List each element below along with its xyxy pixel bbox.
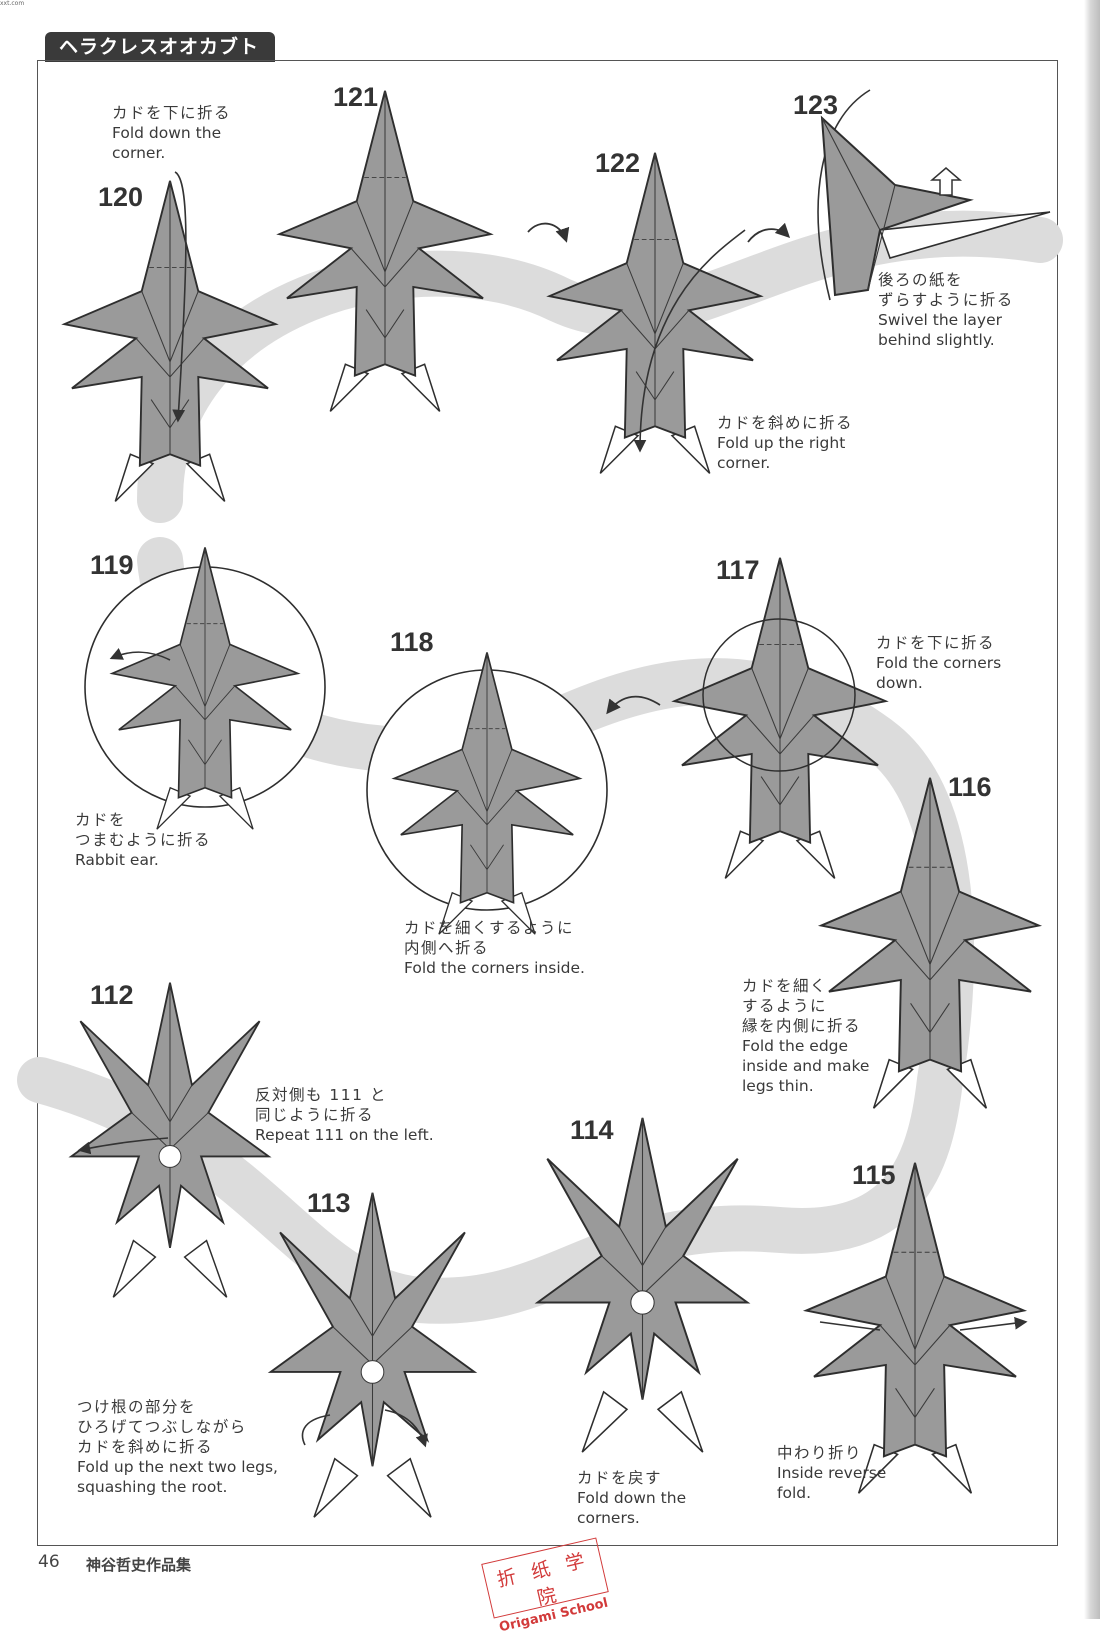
- step-number: 118: [390, 627, 434, 658]
- step-number: 116: [948, 772, 992, 803]
- caption-jp: 後ろの紙を ずらすように折る: [878, 270, 1014, 310]
- caption-en: Fold up the right corner.: [717, 433, 853, 473]
- caption-en: Inside reverse fold.: [777, 1463, 886, 1503]
- step-117-caption: カドを下に折る Fold the corners down.: [876, 633, 1001, 693]
- step-118-caption: カドを細くするように 内側へ折る Fold the corners inside…: [404, 918, 585, 978]
- caption-en: Rabbit ear.: [75, 850, 211, 870]
- step-number: 113: [307, 1188, 351, 1219]
- caption-jp: カドを細く するように 縁を内側に折る: [742, 976, 869, 1036]
- step-113-caption: つけ根の部分を ひろげてつぶしながら カドを斜めに折る Fold up the …: [77, 1397, 278, 1497]
- caption-jp: カドを下に折る: [112, 103, 231, 123]
- caption-en: Fold down the corner.: [112, 123, 231, 163]
- caption-jp: 中わり折り: [777, 1443, 886, 1463]
- step-number: 120: [98, 182, 143, 213]
- caption-jp: カドを細くするように 内側へ折る: [404, 918, 585, 958]
- step-number: 123: [793, 90, 838, 121]
- step-number: 119: [90, 550, 134, 581]
- caption-en: Fold the corners inside.: [404, 958, 585, 978]
- step-number: 112: [90, 980, 134, 1011]
- step-122-caption: カドを斜めに折る Fold up the right corner.: [717, 413, 853, 473]
- step-112-caption: 反対側も 111 と 同じように折る Repeat 111 on the lef…: [255, 1085, 434, 1145]
- step-number: 121: [333, 82, 378, 113]
- caption-en: Fold up the next two legs, squashing the…: [77, 1457, 278, 1497]
- step-number: 115: [852, 1160, 896, 1191]
- caption-en: Repeat 111 on the left.: [255, 1125, 434, 1145]
- diagram-step-121: [279, 91, 490, 412]
- caption-en: Swivel the layer behind slightly.: [878, 310, 1014, 350]
- caption-jp: カドを戻す: [577, 1468, 686, 1488]
- step-120-caption: カドを下に折る Fold down the corner.: [112, 103, 231, 163]
- diagram-step-114: [538, 1118, 748, 1452]
- next-step-arrow: [748, 229, 788, 242]
- step-114-caption: カドを戻す Fold down the corners.: [577, 1468, 686, 1528]
- caption-jp: つけ根の部分を ひろげてつぶしながら カドを斜めに折る: [77, 1397, 278, 1457]
- step-119-caption: カドを つまむように折る Rabbit ear.: [75, 810, 211, 870]
- caption-en: Fold the edge inside and make legs thin.: [742, 1036, 869, 1096]
- step-number: 122: [595, 148, 640, 179]
- diagram-step-112: [71, 983, 268, 1298]
- caption-jp: カドを下に折る: [876, 633, 1001, 653]
- step-123-caption: 後ろの紙を ずらすように折る Swivel the layer behind s…: [878, 270, 1014, 350]
- caption-jp: 反対側も 111 と 同じように折る: [255, 1085, 434, 1125]
- caption-en: Fold the corners down.: [876, 653, 1001, 693]
- turn-over-arrow: [528, 224, 566, 240]
- book-title: 神谷哲史作品集: [86, 1554, 191, 1575]
- page-number: 46: [38, 1552, 60, 1572]
- caption-jp: カドを斜めに折る: [717, 413, 853, 433]
- caption-jp: カドを つまむように折る: [75, 810, 211, 850]
- caption-en: Fold down the corners.: [577, 1488, 686, 1528]
- step-116-caption: カドを細く するように 縁を内側に折る Fold the edge inside…: [742, 976, 869, 1096]
- step-number: 117: [716, 555, 760, 586]
- step-number: 114: [570, 1115, 614, 1146]
- diagram-step-123: [818, 90, 1050, 300]
- step-115-caption: 中わり折り Inside reverse fold.: [777, 1443, 886, 1503]
